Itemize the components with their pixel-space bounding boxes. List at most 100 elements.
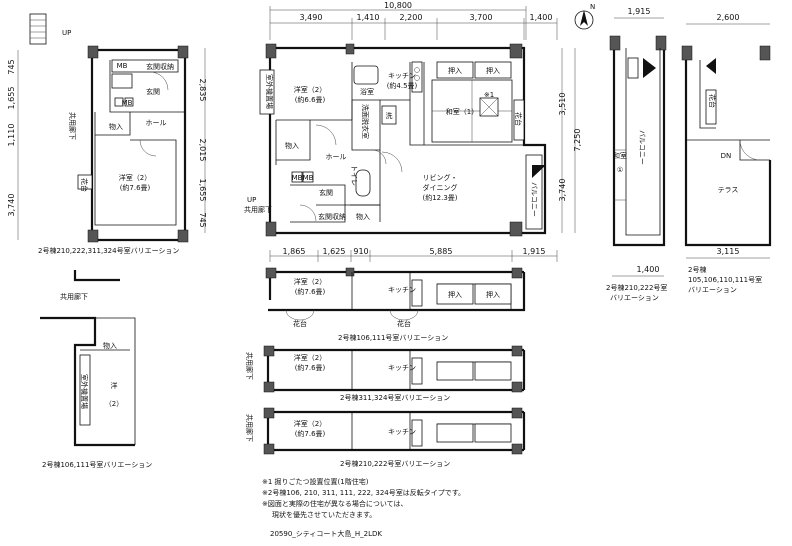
note-3: ※図面と実際の住宅が異なる場合については、 bbox=[262, 499, 408, 508]
left-western2: 洋室（2） bbox=[119, 173, 151, 182]
note-2: ※2号棟106, 210, 311, 111, 222, 324号室は反転タイプ… bbox=[262, 488, 465, 497]
left-plan: UP 玄関収納 玄関 MB MB ホール 物入 共用廊下 洋室（2） (約7.6… bbox=[7, 13, 189, 255]
room-laundry: 洗面脱衣室 bbox=[361, 104, 370, 139]
living-size: (約12.3畳) bbox=[422, 193, 457, 202]
right-b-bottom-dim: 3,115 bbox=[717, 247, 740, 256]
up-label: UP bbox=[247, 196, 256, 204]
strip3-caption: 2号棟210,222号室バリエーション bbox=[340, 459, 450, 468]
left-hall: ホール bbox=[146, 119, 167, 127]
right-dim-2: 7,250 bbox=[573, 129, 582, 152]
right-a-japanese-num: ① bbox=[617, 166, 623, 174]
room-western2-size: (約6.6畳) bbox=[295, 95, 326, 104]
wash-label: 洗 bbox=[386, 111, 393, 120]
left-dim-1: 2,835 bbox=[198, 79, 207, 102]
room-bath: 浴室 bbox=[360, 87, 374, 96]
right-b-caption-1: 2号棟 bbox=[688, 265, 706, 274]
strip2-kitchen: キッチン bbox=[388, 364, 416, 372]
top-dim-3: 2,200 bbox=[400, 13, 423, 22]
strip3-corridor: 共用廊下 bbox=[245, 414, 254, 442]
strip3-kitchen: キッチン bbox=[388, 428, 416, 436]
corridor-label: 共用廊下 bbox=[244, 205, 272, 214]
left-entrance: 玄関 bbox=[146, 87, 160, 96]
right-a-balcony: バルコニー bbox=[638, 130, 646, 165]
strip1-oshiire-2: 押入 bbox=[486, 290, 500, 299]
room-western2: 洋室（2） bbox=[294, 85, 326, 94]
balcony-label: バルコニー bbox=[530, 182, 538, 217]
right-b-terrace: テラス bbox=[718, 186, 739, 194]
plan-code: 20590_シティコート大島_H_2LDK bbox=[270, 529, 382, 538]
left-mb-2: MB bbox=[122, 99, 133, 107]
entrance-storage: 玄関収納 bbox=[318, 212, 346, 221]
strip1-flower-1: 花台 bbox=[293, 319, 307, 328]
outside-unit-storage: 室外機置場 bbox=[265, 74, 274, 109]
flower-stand: 花台 bbox=[514, 112, 523, 126]
right-b-dn: DN bbox=[721, 152, 732, 160]
notes: ※1 掘りごたつ設置位置(1階住宅) ※2号棟106, 210, 311, 11… bbox=[262, 477, 465, 538]
top-dim-1: 3,490 bbox=[300, 13, 323, 22]
mb-1: MB bbox=[292, 174, 303, 182]
closet-2: 物入 bbox=[356, 212, 370, 221]
bottom-dim-5: 1,915 bbox=[523, 247, 546, 256]
left-small-corridor: 共用廊下 bbox=[60, 292, 88, 301]
strip1-caption: 2号棟106,111号室バリエーション bbox=[338, 333, 448, 342]
oshiire-1: 押入 bbox=[448, 66, 462, 75]
entrance: 玄関 bbox=[319, 188, 333, 197]
closet: 物入 bbox=[285, 141, 299, 150]
compass-north: N bbox=[590, 3, 595, 11]
left-dim-2: 2,015 bbox=[198, 139, 207, 162]
strip3-western2: 洋室（2） bbox=[294, 419, 326, 428]
strip1-oshiire-1: 押入 bbox=[448, 290, 462, 299]
room-kitchen: キッチン bbox=[388, 72, 416, 80]
left-small-caption: 2号棟106,111号室バリエーション bbox=[42, 460, 152, 469]
variation-strip-1: 洋室（2） (約7.6畳) キッチン 押入 押入 花台 花台 2号棟106,11… bbox=[265, 267, 526, 342]
left-flower: 花台 bbox=[80, 178, 89, 192]
left-dim-3: 1,655 bbox=[198, 179, 207, 202]
dining-label: ダイニング bbox=[423, 183, 458, 192]
left-small-plan: 共用廊下 物入 洋 （2） 室外機置場 2号棟106,111号室バリエーション bbox=[40, 270, 152, 469]
room-kitchen-size: (約4.5畳) bbox=[387, 81, 418, 90]
variation-strip-2: 共用廊下 洋室（2） (約7.6畳) キッチン 2号棟311,324号室バリエー… bbox=[245, 345, 526, 402]
right-plan-b: 2,600 花台 DN テラス 3,115 2号棟 105,106,110,11… bbox=[681, 13, 772, 294]
top-total-dim: 10,800 bbox=[384, 1, 412, 10]
strip1-western2: 洋室（2） bbox=[294, 277, 326, 286]
bottom-dim-4: 5,885 bbox=[430, 247, 453, 256]
note-4: 現状を優先させていただきます。 bbox=[272, 510, 376, 519]
strip2-corridor: 共用廊下 bbox=[245, 352, 254, 380]
right-plan-a: 1,915 バルコニー 和室 ① 1,400 2号棟210,222号室 バリエー… bbox=[606, 7, 667, 302]
left-plan-dim-1: 745 bbox=[7, 59, 16, 74]
note-mark: ※1 bbox=[484, 91, 494, 99]
strip2-size: (約7.6畳) bbox=[295, 363, 326, 372]
top-dim-2: 1,410 bbox=[357, 13, 380, 22]
variation-strip-3: 共用廊下 洋室（2） (約7.6畳) キッチン 2号棟210,222号室バリエー… bbox=[245, 407, 526, 468]
right-a-caption-2: バリエーション bbox=[610, 294, 659, 302]
oshiire-2: 押入 bbox=[486, 66, 500, 75]
right-a-japanese: 和室 bbox=[613, 151, 627, 160]
right-dim-3: 3,740 bbox=[558, 179, 567, 202]
left-up: UP bbox=[62, 29, 71, 37]
right-a-bottom-dim: 1,400 bbox=[637, 265, 660, 274]
strip2-caption: 2号棟311,324号室バリエーション bbox=[340, 393, 450, 402]
left-western2-size: (約7.6畳) bbox=[120, 183, 151, 192]
toilet: トイレ bbox=[350, 165, 358, 186]
right-a-top-dim: 1,915 bbox=[628, 7, 651, 16]
strip1-kitchen: キッチン bbox=[388, 286, 416, 294]
strip1-flower-2: 花台 bbox=[397, 319, 411, 328]
bottom-dim-1: 1,865 bbox=[283, 247, 306, 256]
mb-2: MB bbox=[303, 174, 314, 182]
left-small-western-num: （2） bbox=[105, 400, 123, 408]
hall: ホール bbox=[326, 153, 347, 161]
right-b-top-dim: 2,600 bbox=[717, 13, 740, 22]
left-plan-caption: 2号棟210,222,311,324号室バリエーション bbox=[38, 246, 179, 255]
top-dim-4: 3,700 bbox=[470, 13, 493, 22]
left-small-storage: 室外機置場 bbox=[80, 374, 89, 409]
right-b-caption-3: バリエーション bbox=[688, 286, 737, 294]
compass: N bbox=[574, 3, 595, 30]
left-plan-dim-3: 1,110 bbox=[7, 124, 16, 147]
note-1: ※1 掘りごたつ設置位置(1階住宅) bbox=[262, 477, 369, 486]
left-corridor: 共用廊下 bbox=[68, 112, 77, 140]
strip3-size: (約7.6畳) bbox=[295, 429, 326, 438]
room-japanese1: 和室（1） bbox=[446, 107, 478, 116]
right-b-flower: 花台 bbox=[708, 94, 717, 108]
right-dim-1: 3,510 bbox=[558, 93, 567, 116]
